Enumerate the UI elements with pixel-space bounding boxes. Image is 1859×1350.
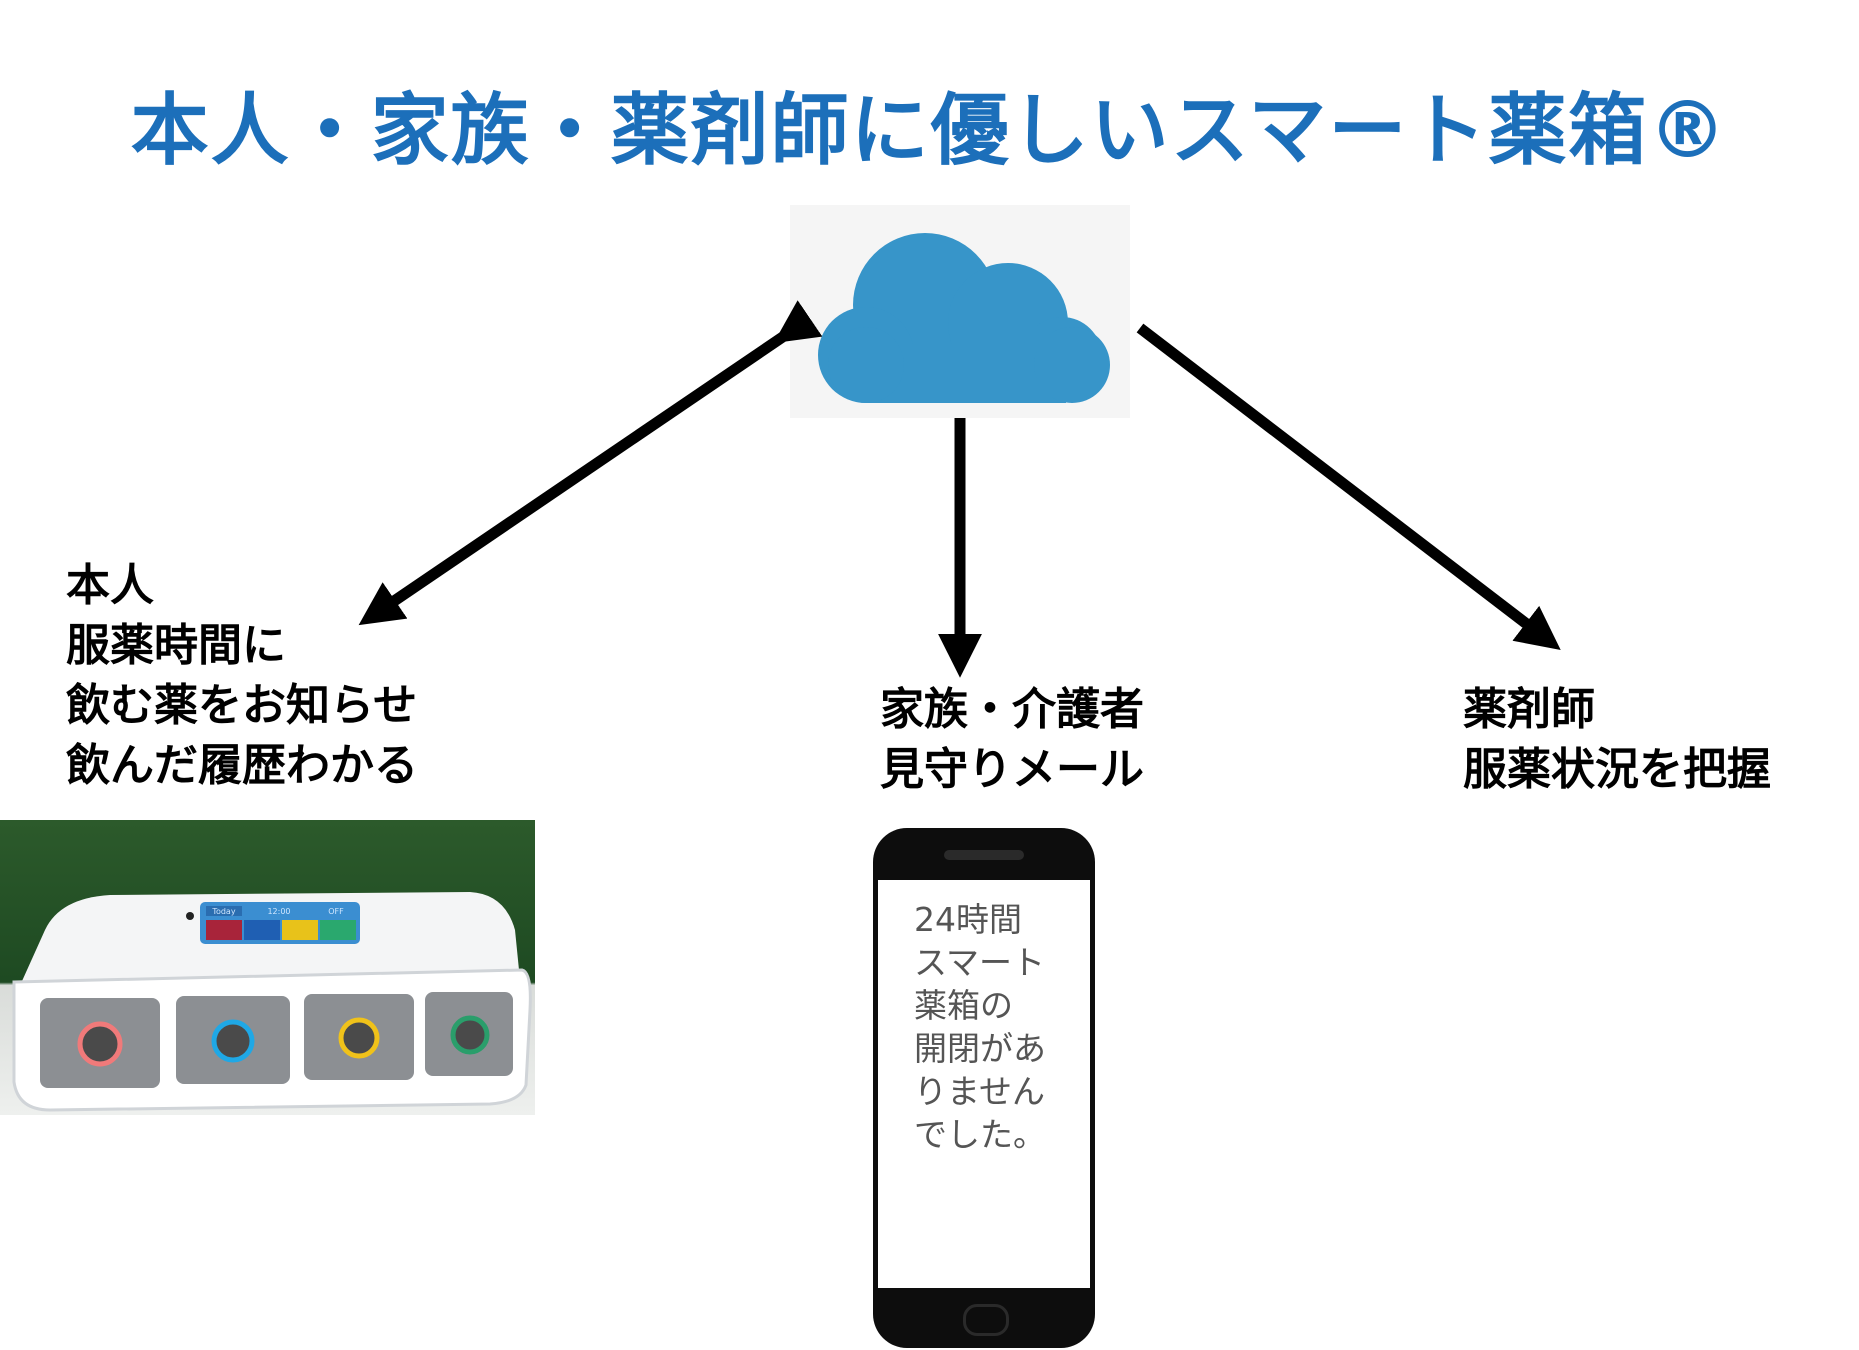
- phone-screen: 24時間 スマート 薬箱の 開閉があ りません でした。: [878, 880, 1090, 1288]
- family-label: 家族・介護者 見守りメール: [880, 680, 1144, 800]
- patient-label-line: 飲んだ履歴わかる: [66, 740, 418, 791]
- pharmacist-label-line: 薬剤師: [1463, 684, 1595, 735]
- phone-message-line: 開閉があ: [914, 1029, 1046, 1068]
- patient-label-line: 本人: [66, 560, 154, 611]
- family-label-line: 家族・介護者: [880, 684, 1144, 735]
- box-button-ring: [77, 1021, 123, 1067]
- pharmacist-label: 薬剤師 服薬状況を把握: [1463, 680, 1771, 800]
- device-screen-label: Today: [211, 907, 235, 916]
- phone-message: 24時間 スマート 薬箱の 開閉があ りません でした。: [914, 898, 1046, 1156]
- arrow-cloud-pharmacist: [1136, 323, 1561, 651]
- patient-label-line: 飲む薬をお知らせ: [66, 680, 418, 731]
- cloud-icon: [818, 233, 1110, 403]
- smart-medicine-box-photo: Today 12:00 OFF: [0, 820, 535, 1115]
- family-label-line: 見守りメール: [880, 744, 1144, 795]
- pharmacist-label-line: 服薬状況を把握: [1463, 744, 1771, 795]
- box-button-ring: [338, 1017, 380, 1059]
- phone-speaker: [944, 850, 1024, 860]
- phone-message-line: スマート: [914, 943, 1046, 982]
- patient-label-line: 服薬時間に: [66, 620, 286, 671]
- page-title: 本人・家族・薬剤師に優しいスマート薬箱®: [130, 86, 1729, 176]
- box-button-ring: [450, 1015, 490, 1055]
- phone-message-line: 薬箱の: [914, 986, 1013, 1025]
- box-button-ring: [211, 1019, 255, 1063]
- phone-home-button: [963, 1304, 1009, 1336]
- arrow-cloud-patient: [358, 300, 823, 626]
- phone-message-line: りません: [914, 1072, 1046, 1111]
- smart-medicine-box: Today 12:00 OFF: [12, 892, 532, 1112]
- phone-message-line: でした。: [914, 1115, 1046, 1154]
- device-screen-label: OFF: [328, 907, 344, 916]
- smartphone: 24時間 スマート 薬箱の 開閉があ りません でした。: [873, 828, 1095, 1348]
- patient-label: 本人 服薬時間に 飲む薬をお知らせ 飲んだ履歴わかる: [66, 556, 418, 796]
- phone-message-line: 24時間: [914, 900, 1022, 939]
- cloud-panel: [790, 205, 1130, 418]
- device-screen-label: 12:00: [267, 907, 290, 916]
